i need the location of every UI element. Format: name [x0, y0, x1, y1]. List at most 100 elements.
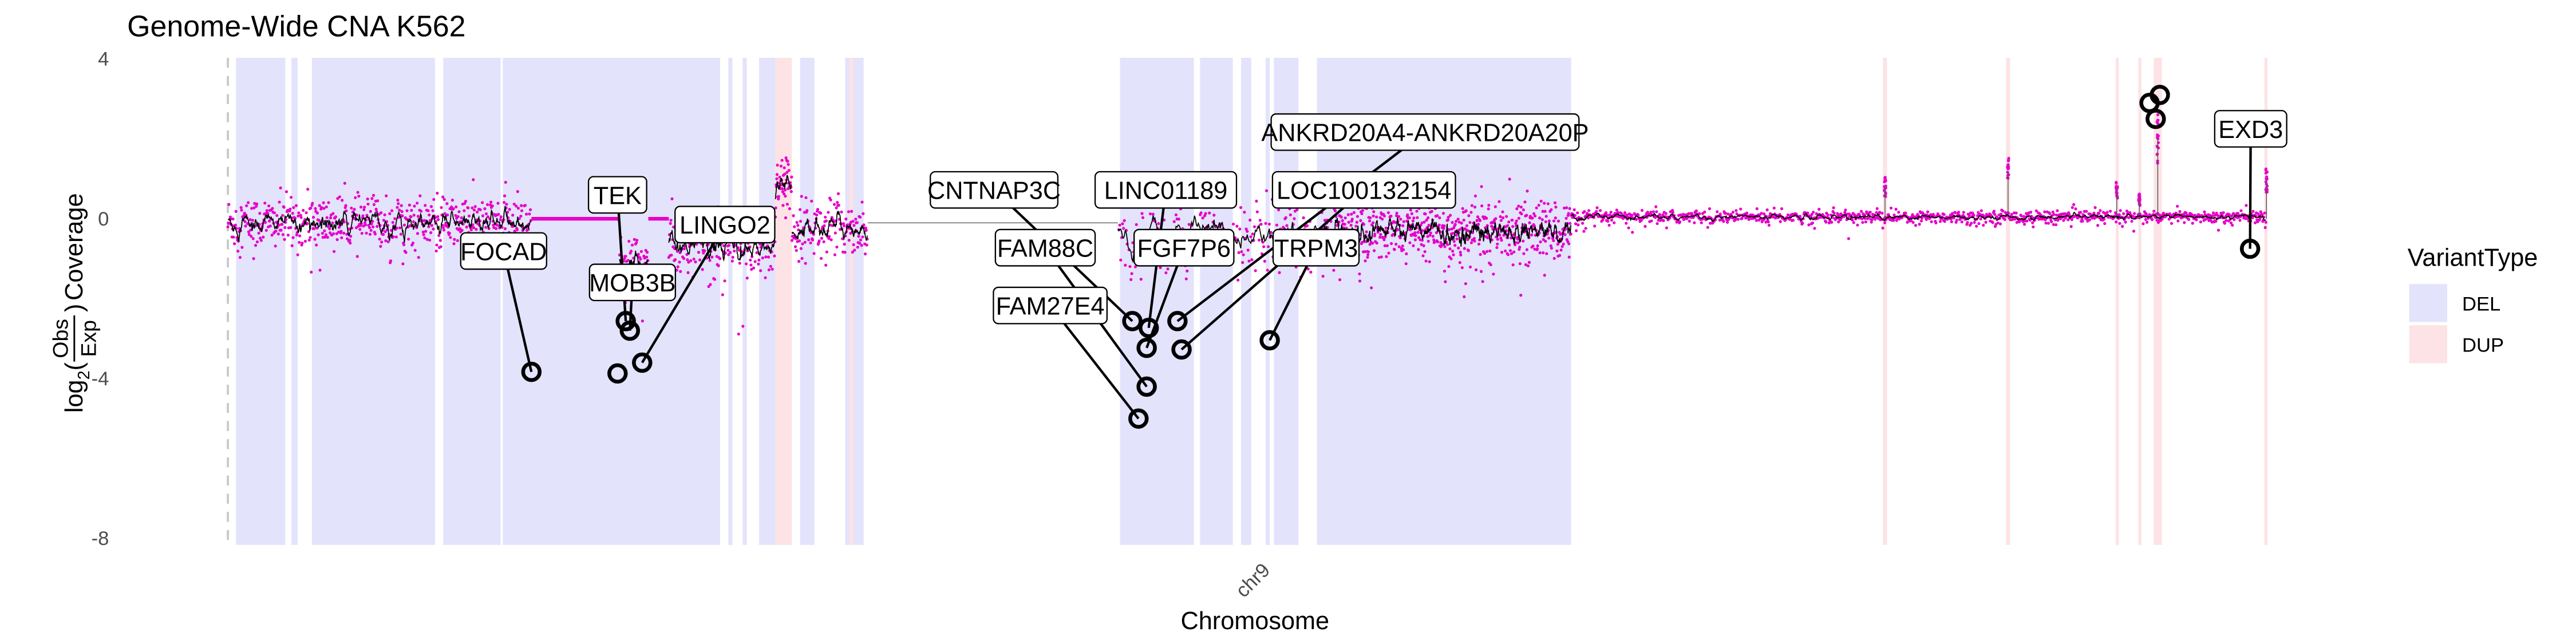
coverage-point [2044, 222, 2048, 225]
coverage-point [855, 221, 859, 224]
coverage-point [2263, 226, 2267, 230]
coverage-point [1655, 210, 1658, 214]
coverage-point [1265, 189, 1269, 192]
coverage-point [424, 230, 428, 233]
coverage-point [315, 243, 318, 247]
coverage-point [364, 223, 367, 227]
coverage-point [1406, 213, 1409, 216]
coverage-point [388, 212, 392, 215]
coverage-point [781, 204, 785, 207]
coverage-point [472, 178, 475, 181]
variant-region-del [311, 57, 435, 545]
coverage-point [1870, 218, 1874, 222]
coverage-point [817, 239, 821, 243]
coverage-point [833, 203, 836, 206]
coverage-point [1457, 246, 1460, 250]
coverage-point [361, 214, 365, 218]
coverage-point [2233, 218, 2236, 222]
svg-text:Obs: Obs [48, 319, 72, 358]
coverage-point [819, 256, 823, 260]
coverage-point [366, 197, 369, 201]
y-tick-label: -8 [92, 528, 109, 550]
coverage-point [1235, 224, 1239, 228]
coverage-point [1542, 251, 1545, 255]
coverage-point [1302, 216, 1305, 220]
coverage-point [851, 219, 855, 223]
coverage-point [1567, 212, 1570, 215]
coverage-point [249, 228, 252, 232]
coverage-point [1538, 251, 1542, 255]
coverage-point [1431, 235, 1435, 238]
coverage-point [309, 206, 313, 210]
coverage-point [1423, 220, 1426, 224]
coverage-point [402, 223, 406, 227]
coverage-point [1187, 223, 1191, 226]
coverage-point [1447, 264, 1451, 268]
coverage-point [384, 230, 387, 234]
coverage-point [1172, 220, 1176, 223]
coverage-point [348, 238, 351, 242]
coverage-point [1724, 211, 1727, 215]
coverage-point [432, 227, 435, 231]
coverage-point [1402, 248, 1405, 251]
coverage-point [733, 249, 736, 253]
coverage-point [1744, 216, 1748, 220]
coverage-point [1426, 235, 1429, 238]
coverage-point [1477, 223, 1480, 226]
coverage-point [399, 232, 402, 236]
coverage-point [1830, 220, 1834, 224]
coverage-point [1870, 220, 1873, 224]
coverage-point [2253, 221, 2257, 224]
coverage-point [516, 190, 519, 193]
coverage-point [790, 239, 794, 242]
coverage-point [790, 175, 793, 179]
coverage-point [1166, 267, 1170, 271]
coverage-point [436, 191, 439, 195]
coverage-point [2264, 220, 2267, 224]
coverage-point [294, 204, 298, 207]
coverage-point [641, 319, 644, 323]
coverage-point [1558, 254, 1562, 257]
coverage-point [1755, 219, 1758, 222]
coverage-point [1584, 227, 1587, 230]
coverage-point [1401, 224, 1405, 227]
coverage-point [1122, 227, 1125, 230]
coverage-point [1893, 213, 1896, 217]
gene-label-box [1094, 171, 1238, 209]
coverage-point [306, 187, 310, 191]
coverage-point [787, 169, 791, 172]
coverage-point [637, 252, 640, 256]
coverage-point [1559, 248, 1563, 252]
coverage-point [862, 212, 865, 215]
coverage-point [1352, 211, 1356, 214]
coverage-point [289, 196, 293, 199]
coverage-point [1439, 241, 1443, 244]
coverage-point [682, 256, 686, 260]
coverage-point [1801, 222, 1804, 225]
coverage-point [1267, 245, 1270, 248]
coverage-point [777, 195, 780, 198]
coverage-point [1333, 209, 1337, 212]
coverage-point [421, 230, 425, 234]
coverage-point [1177, 218, 1180, 221]
coverage-point [226, 225, 230, 228]
coverage-spike-point [2007, 157, 2010, 160]
coverage-point [1486, 236, 1490, 239]
coverage-point [2097, 212, 2101, 215]
coverage-point [1259, 223, 1263, 226]
coverage-point [247, 230, 251, 234]
coverage-point [837, 203, 840, 207]
coverage-point [1531, 216, 1534, 220]
coverage-point [812, 232, 815, 236]
coverage-point [1383, 244, 1386, 247]
coverage-point [1507, 220, 1511, 224]
coverage-point [1408, 216, 1411, 220]
coverage-point [1242, 253, 1245, 256]
coverage-point [1413, 231, 1417, 235]
coverage-point [1164, 271, 1168, 275]
coverage-point [1140, 212, 1144, 215]
coverage-point [1479, 252, 1482, 256]
coverage-point [781, 187, 784, 191]
coverage-point [1376, 230, 1380, 234]
coverage-point [267, 204, 271, 208]
